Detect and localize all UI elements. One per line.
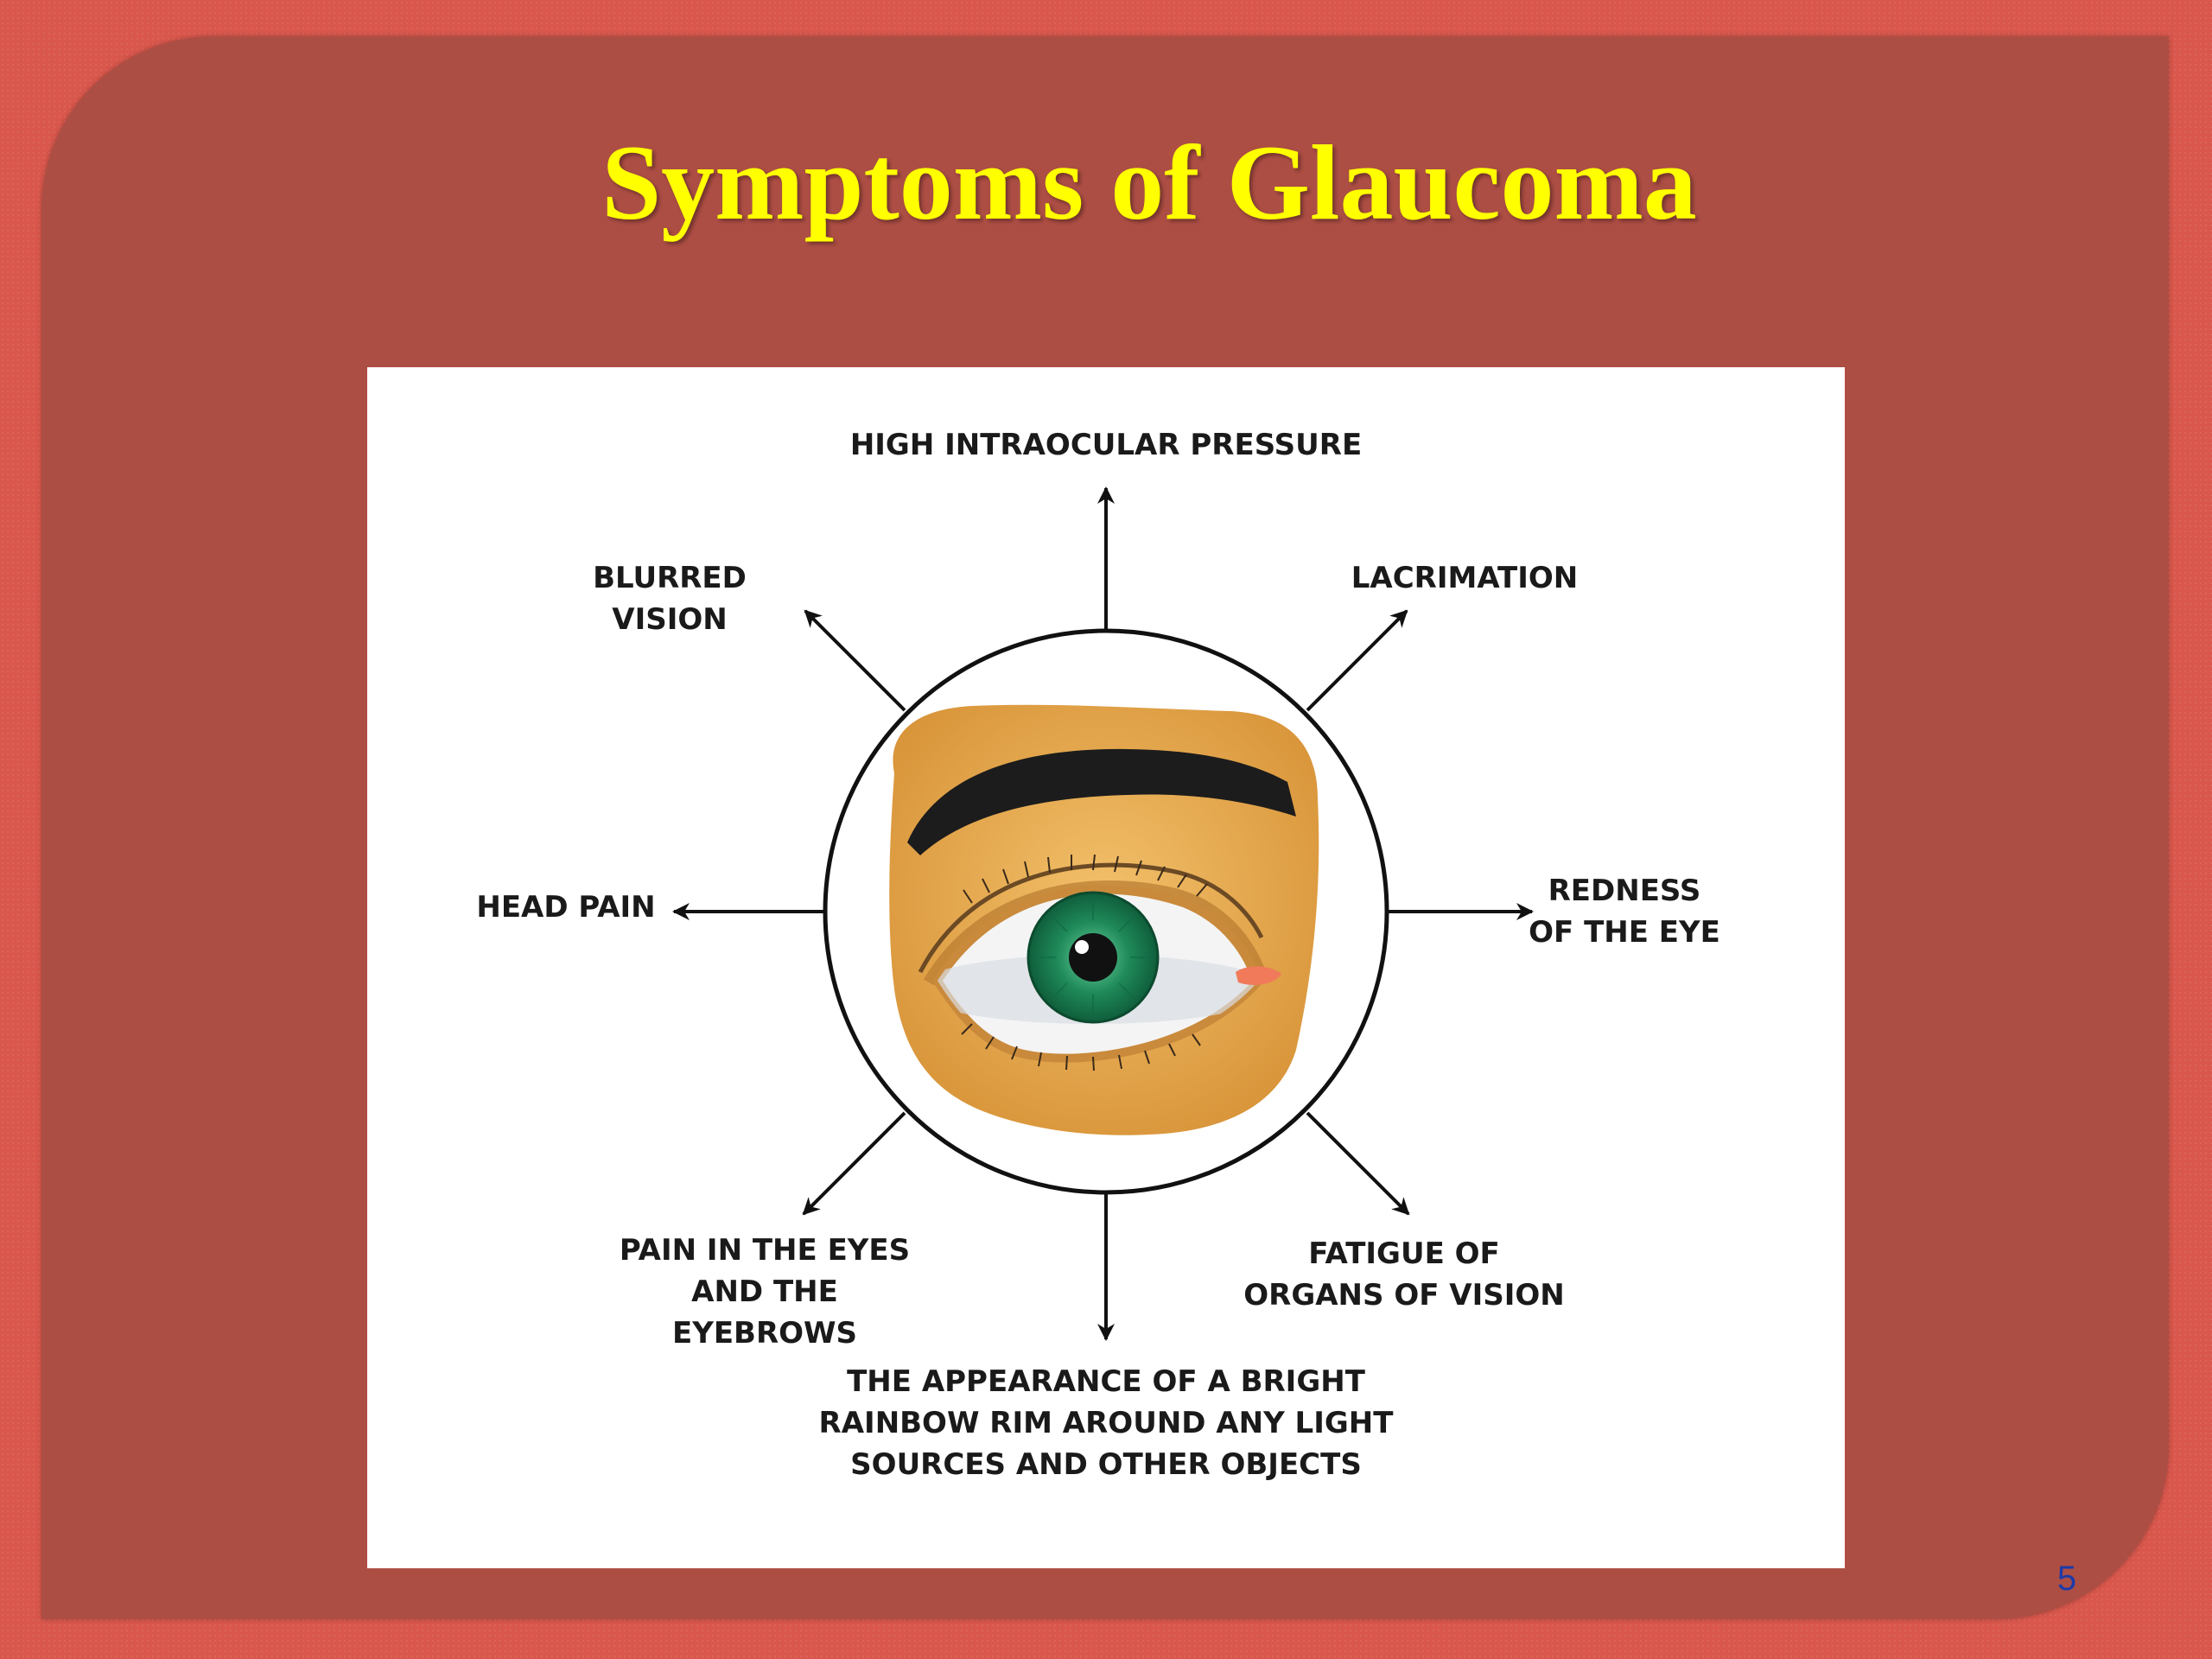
eyelid-crease [918,862,1264,974]
eye-illustration [889,704,1319,1135]
arrows [672,486,1534,1341]
label-rainbow-rim: THE APPEARANCE OF A BRIGHT RAINBOW RIM A… [818,1364,1394,1482]
label-head-pain: HEAD PAIN [476,890,656,925]
label-fatigue-of-organs: FATIGUE OF ORGANS OF VISION [1243,1236,1565,1313]
slide-title: Symptoms of Glaucoma [601,124,1697,242]
lower-lashes [961,1023,1201,1071]
pupil [1069,933,1117,982]
arrow-top-right [1306,609,1408,712]
arrow-bottom-right [1306,1111,1410,1216]
slide-number: 5 [2056,1560,2077,1598]
tear-duct [1236,966,1281,985]
label-pain-in-the-eyes: PAIN IN THE EYES AND THE EYEBROWS [619,1233,911,1351]
pupil-highlight [1075,940,1089,954]
diagram-card: HIGH INTRAOCULAR PRESSURE BLURRED VISION… [367,367,1845,1568]
label-redness-of-the-eye: REDNESS OF THE EYE [1529,874,1720,950]
glaucoma-diagram [672,486,1534,1341]
label-high-intraocular-pressure: HIGH INTRAOCULAR PRESSURE [849,428,1363,462]
eyebrow [907,748,1296,855]
upper-lashes [963,854,1208,904]
label-blurred-vision: BLURRED VISION [593,561,747,637]
arrow-bottom-left [802,1111,906,1216]
iris-texture [1037,901,1149,1014]
label-lacrimation: LACRIMATION [1351,561,1579,595]
arrow-top-left [804,609,906,712]
